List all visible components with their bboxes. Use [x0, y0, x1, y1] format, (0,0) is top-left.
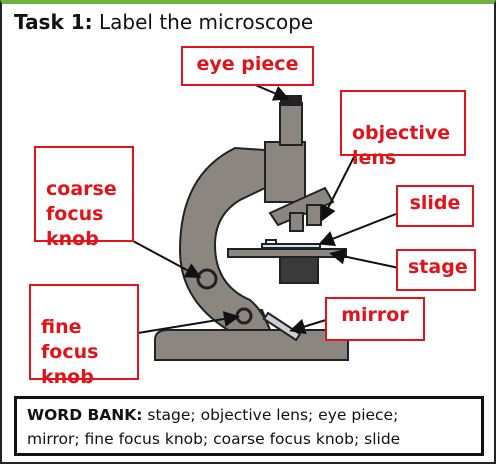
task-instruction: Label the microscope — [99, 10, 314, 34]
slide-clip — [265, 239, 277, 245]
nosepiece — [268, 186, 335, 227]
objective-lens-2 — [306, 204, 322, 226]
task-title: Task 1: Label the microscope — [14, 10, 313, 34]
word-bank-heading: WORD BANK: — [27, 406, 143, 424]
arrow-coarse-focus-knob — [132, 240, 202, 278]
arrow-mirror — [289, 318, 327, 335]
label-coarse-focus-knob: coarse focus knob — [34, 146, 134, 250]
microscope-stage — [227, 248, 347, 258]
arrow-objective-lens — [321, 154, 356, 222]
body-tube-holder — [264, 141, 306, 203]
fine-focus-knob-shape — [235, 307, 253, 325]
task-number: Task 1: — [14, 10, 93, 34]
coarse-focus-knob-shape — [196, 268, 218, 290]
microscope — [154, 95, 349, 361]
arrow-eye-piece — [252, 83, 290, 101]
arrow-stage — [329, 248, 400, 269]
label-slide: slide — [396, 185, 474, 227]
label-stage: stage — [396, 249, 476, 291]
word-bank: WORD BANK: stage; objective lens; eye pi… — [14, 396, 484, 456]
arrow-fine-focus-knob — [137, 311, 240, 334]
label-fine-focus-knob: fine focus knob — [29, 284, 139, 388]
word-bank-line2: mirror; fine focus knob; coarse focus kn… — [27, 430, 401, 448]
condenser-block — [279, 256, 319, 284]
label-eye-piece: eye piece — [181, 46, 314, 86]
label-objective-lens: objective lens — [340, 90, 466, 169]
word-bank-line1: stage; objective lens; eye piece; — [147, 406, 399, 424]
label-arrows — [132, 83, 400, 335]
microscope-arm — [178, 146, 272, 331]
objective-lens-1 — [289, 212, 304, 232]
eyepiece-tube — [279, 102, 303, 146]
label-mirror: mirror — [325, 297, 425, 341]
arrow-slide — [318, 213, 397, 247]
